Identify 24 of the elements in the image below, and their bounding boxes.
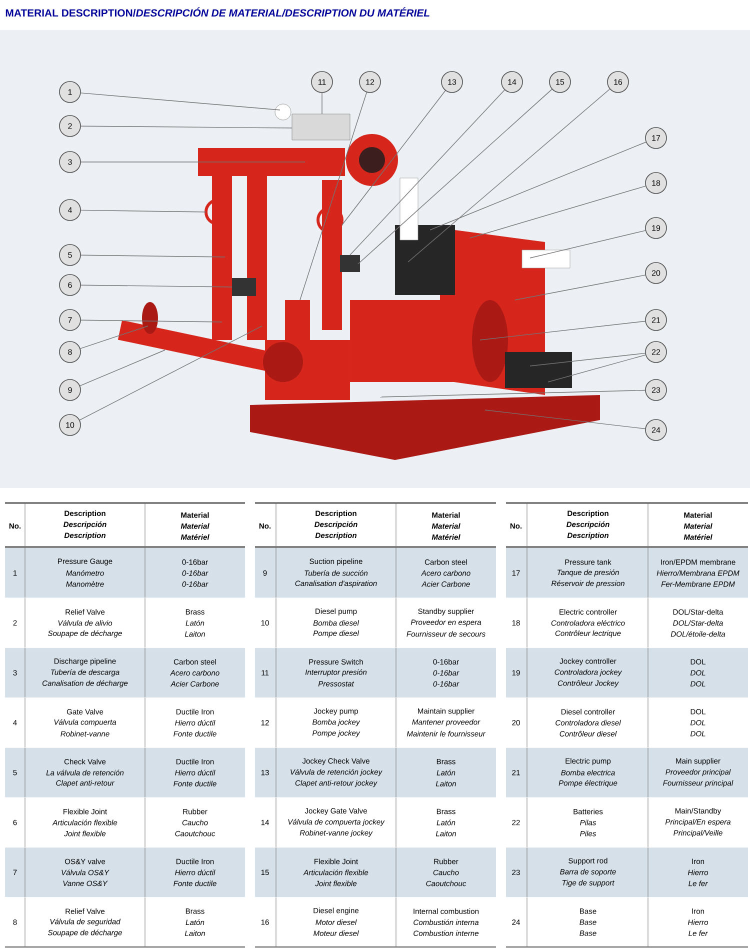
leader-line	[350, 90, 505, 256]
leader-line	[358, 88, 552, 264]
leader-line	[80, 320, 222, 322]
leader-line	[530, 352, 646, 366]
leader-line	[380, 390, 646, 398]
leader-line	[514, 274, 646, 300]
leader-line	[530, 230, 646, 258]
leader-line	[342, 90, 446, 226]
leader-line	[80, 326, 148, 349]
leader-line	[430, 142, 646, 230]
leader-line	[80, 350, 166, 386]
leader-line	[80, 92, 280, 110]
title: MATERIAL DESCRIPTION/DESCRIPCIÓN DE MATERIAL/DESCRIPTION DU MATÉRIEL	[6, 7, 430, 17]
leader-line	[80, 126, 292, 128]
leader-line	[80, 254, 226, 258]
leader-line	[484, 410, 646, 430]
leader-line	[80, 210, 206, 212]
leader-line	[548, 354, 646, 382]
leader-line	[79, 326, 262, 420]
leader-line	[300, 92, 368, 300]
leader-line	[80, 284, 232, 288]
leader-line	[408, 88, 610, 262]
leader-line	[480, 320, 646, 340]
leader-line	[470, 186, 646, 238]
